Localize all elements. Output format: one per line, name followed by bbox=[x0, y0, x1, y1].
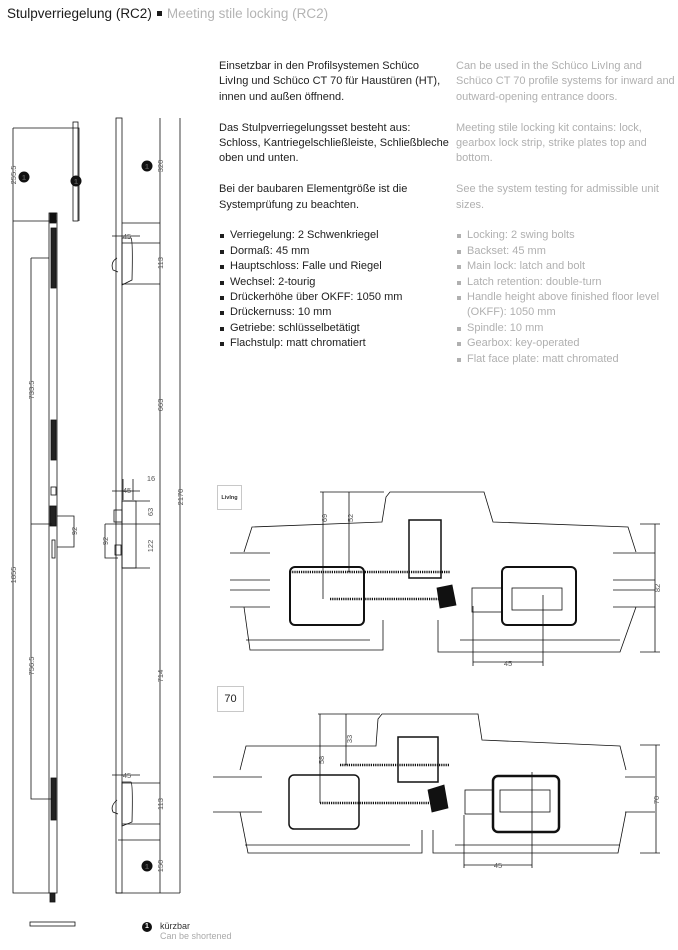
dim-label: 16 bbox=[147, 474, 155, 483]
marker-label: 1 bbox=[145, 862, 149, 871]
dim-label: 63 bbox=[146, 508, 155, 516]
dim-label: 122 bbox=[146, 540, 155, 553]
spec-list: Locking: 2 swing bolts Backset: 45 mm Ma… bbox=[456, 228, 676, 367]
paragraph: Das Stulpverriegelungsset besteht aus: S… bbox=[219, 121, 449, 165]
system-badge-ct70: 70 bbox=[217, 686, 244, 712]
footnote-english: Can be shortened bbox=[160, 931, 232, 941]
list-item: Hauptschloss: Falle und Riegel bbox=[219, 259, 449, 274]
title-german: Stulpverriegelung (RC2) bbox=[7, 6, 152, 21]
marker-label: 1 bbox=[22, 173, 26, 182]
dim-label: 45 bbox=[123, 771, 131, 780]
marker-1-icon: 1 bbox=[142, 922, 152, 932]
spec-list: Verriegelung: 2 Schwenkriegel Dormaß: 45… bbox=[219, 228, 449, 351]
marker-1-icon bbox=[141, 160, 153, 172]
english-description: Can be used in the Schüco LivIng and Sch… bbox=[456, 59, 676, 367]
system-badge-living: LivIng bbox=[217, 485, 242, 510]
dim-label: 714 bbox=[156, 670, 165, 683]
list-item: Drückernuss: 10 mm bbox=[219, 305, 449, 320]
dim-label: 92 bbox=[70, 527, 79, 535]
dim-label: 150 bbox=[156, 860, 165, 873]
dim-label: 52 bbox=[346, 514, 355, 522]
page-title: Stulpverriegelung (RC2) Meeting stile loc… bbox=[7, 6, 328, 21]
dim-label: 1855 bbox=[9, 567, 18, 584]
dim-label: 45 bbox=[123, 486, 131, 495]
shortenable-top-piece bbox=[72, 121, 79, 222]
list-item: Getriebe: schlüsselbetätigt bbox=[219, 321, 449, 336]
dim-label: 113 bbox=[156, 257, 165, 269]
dim-label: 45 bbox=[504, 659, 512, 668]
marker-1-icon bbox=[141, 860, 153, 872]
marker-1-icon bbox=[70, 175, 82, 187]
dim-label: 733.5 bbox=[27, 381, 36, 400]
separator-square-icon bbox=[156, 11, 162, 16]
dim-label: 756.5 bbox=[27, 657, 36, 676]
paragraph: Bei der baubaren Elementgröße ist die Sy… bbox=[219, 183, 408, 211]
marker-label: 1 bbox=[145, 162, 149, 171]
dim-label: 33 bbox=[345, 735, 354, 743]
dim-label: 2170 bbox=[176, 489, 185, 506]
list-item: Backset: 45 mm bbox=[456, 244, 676, 259]
list-item: Dormaß: 45 mm bbox=[219, 244, 449, 259]
dim-label: 45 bbox=[123, 232, 131, 241]
section-living bbox=[230, 491, 660, 666]
paragraph: Meeting stile locking kit contains: lock… bbox=[456, 121, 647, 165]
marker-label: 1 bbox=[74, 177, 78, 186]
paragraph: Einsetzbar in den Profilsystemen Schüco … bbox=[219, 60, 441, 103]
list-item: Verriegelung: 2 Schwenkriegel bbox=[219, 228, 449, 243]
list-item: Wechsel: 2-tourig bbox=[219, 275, 449, 290]
footnote-german: kürzbar bbox=[160, 921, 191, 931]
dim-label: 320 bbox=[156, 160, 165, 173]
dim-label: 82 bbox=[653, 584, 662, 592]
list-item: Gearbox: key-operated bbox=[456, 336, 676, 351]
list-item: Locking: 2 swing bolts bbox=[456, 228, 676, 243]
dim-label: 92 bbox=[101, 537, 110, 545]
list-item: Flat face plate: matt chromated bbox=[456, 352, 676, 367]
marker-1-icon bbox=[18, 171, 30, 183]
list-item: Spindle: 10 mm bbox=[456, 321, 676, 336]
paragraph: Can be used in the Schüco LivIng and Sch… bbox=[456, 60, 675, 103]
dim-label: 663 bbox=[156, 399, 165, 412]
title-english: Meeting stile locking (RC2) bbox=[166, 6, 329, 21]
german-description: Einsetzbar in den Profilsystemen Schüco … bbox=[219, 59, 449, 352]
list-item: Handle height above finished floor level… bbox=[456, 290, 676, 321]
paragraph: See the system testing for admissible un… bbox=[456, 183, 659, 211]
end-cap-piece bbox=[29, 921, 76, 927]
dim-label: 45 bbox=[494, 861, 502, 870]
lock-strip-b bbox=[115, 117, 123, 894]
dim-label: 255.5 bbox=[9, 166, 18, 185]
list-item: Main lock: latch and bolt bbox=[456, 259, 676, 274]
list-item: Drückerhöhe über OKFF: 1050 mm bbox=[219, 290, 449, 305]
dim-label: 58 bbox=[317, 756, 326, 764]
dim-label: 69 bbox=[320, 514, 329, 522]
section-ct70 bbox=[213, 713, 660, 868]
list-item: Flachstulp: matt chromatiert bbox=[219, 336, 449, 351]
dim-label: 113 bbox=[156, 798, 165, 810]
dim-label: 70 bbox=[652, 796, 661, 804]
list-item: Latch retention: double-turn bbox=[456, 275, 676, 290]
footnote: 1 kürzbar Can be shortened bbox=[142, 921, 232, 941]
